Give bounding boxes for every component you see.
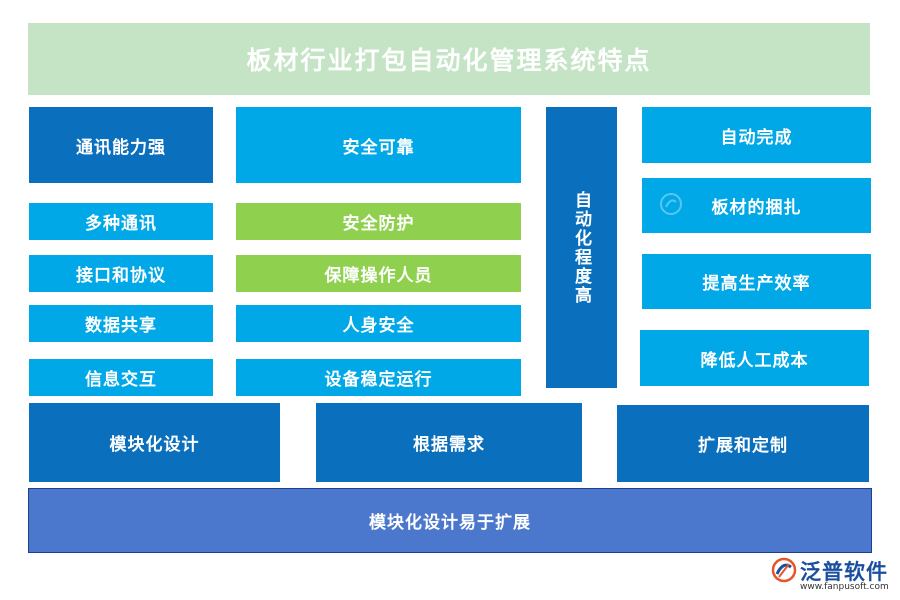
brand-name: 泛普软件 bbox=[800, 560, 888, 584]
communication-item-2: 接口和协议 bbox=[29, 255, 213, 292]
watermark-logo-icon bbox=[660, 193, 682, 215]
bottom-box-modular-design: 模块化设计 bbox=[29, 403, 280, 482]
safety-item-2: 保障操作人员 bbox=[236, 255, 521, 292]
brand-logo: 泛普软件 www.fanpusoft.com bbox=[770, 556, 892, 596]
safety-item-3: 人身安全 bbox=[236, 305, 521, 342]
fanpu-logo-icon bbox=[771, 557, 797, 583]
bottom-box-on-demand: 根据需求 bbox=[316, 403, 582, 482]
safety-item-1: 安全防护 bbox=[236, 203, 521, 240]
communication-item-4: 信息交互 bbox=[29, 359, 213, 396]
bottom-box-extend-customize: 扩展和定制 bbox=[617, 405, 869, 482]
safety-item-4: 设备稳定运行 bbox=[236, 359, 521, 396]
footer-banner: 模块化设计易于扩展 bbox=[28, 488, 872, 553]
communication-item-1: 多种通讯 bbox=[29, 203, 213, 240]
communication-header: 通讯能力强 bbox=[29, 107, 213, 183]
diagram-title: 板材行业打包自动化管理系统特点 bbox=[28, 23, 870, 95]
automation-item-4: 降低人工成本 bbox=[640, 330, 869, 386]
automation-item-3: 提高生产效率 bbox=[642, 254, 871, 309]
automation-item-1: 自动完成 bbox=[642, 107, 871, 163]
communication-item-3: 数据共享 bbox=[29, 305, 213, 342]
automation-header: 自动化程度高 bbox=[546, 107, 617, 388]
safety-header: 安全可靠 bbox=[236, 107, 521, 183]
automation-item-2: 板材的捆扎 bbox=[642, 178, 871, 233]
brand-url: www.fanpusoft.com bbox=[800, 582, 889, 592]
